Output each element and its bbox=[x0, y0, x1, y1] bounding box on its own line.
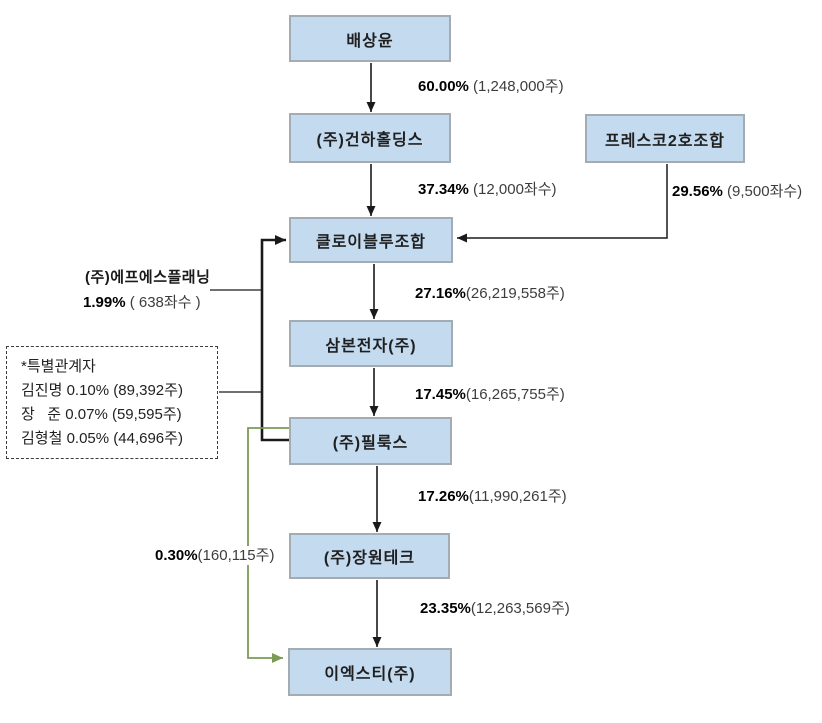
arrow-fresco-to-chloe bbox=[457, 164, 668, 243]
special-related-row: 김진명 0.10% (89,392주) bbox=[21, 382, 183, 399]
node-philux: (주)필룩스 bbox=[289, 417, 452, 465]
pct-value: 60.00% bbox=[418, 78, 469, 95]
label-chloe-to-sambon-pct: 27.16%(26,219,558주) bbox=[415, 285, 565, 302]
pct-detail: (1,248,000주) bbox=[468, 78, 564, 95]
label-fresco-to-chloe-pct: 29.56% (9,500좌수) bbox=[672, 183, 802, 200]
pct-detail: (12,263,569주) bbox=[470, 600, 570, 617]
label-fsplanning-name: (주)에프에스플래닝 bbox=[85, 269, 211, 286]
label-fsplanning-pct: 1.99% ( 638좌수 ) bbox=[83, 294, 201, 311]
special-related-row: 김형철 0.05% (44,696주) bbox=[21, 430, 183, 447]
pct-detail: ( 638좌수 ) bbox=[125, 294, 201, 311]
pct-value: 29.56% bbox=[672, 183, 723, 200]
node-baesangyun: 배상윤 bbox=[289, 15, 451, 62]
special-related-box: *특별관계자 김진명 0.10% (89,392주) 장 준 0.07% (59… bbox=[6, 346, 218, 459]
label-philux-to-exti-pct: 0.30%(160,115주) bbox=[155, 546, 278, 565]
pct-detail: (12,000좌수) bbox=[468, 181, 557, 198]
pct-value: 23.35% bbox=[420, 600, 471, 617]
node-sambon-electronics: 삼본전자(주) bbox=[289, 320, 453, 367]
node-fresco2-fund: 프레스코2호조합 bbox=[585, 114, 745, 163]
node-geonha-holdings: (주)건하홀딩스 bbox=[289, 113, 451, 163]
pct-value: 27.16% bbox=[415, 285, 466, 302]
label-geonha-to-chloe-pct: 37.34% (12,000좌수) bbox=[418, 181, 557, 198]
label-bae-to-geonha-pct: 60.00% (1,248,000주) bbox=[418, 78, 564, 95]
special-related-title: *특별관계자 bbox=[21, 358, 96, 375]
label-philux-to-jangwon-pct: 17.26%(11,990,261주) bbox=[418, 488, 567, 505]
pct-detail: (26,219,558주) bbox=[465, 285, 565, 302]
pct-value: 17.45% bbox=[415, 386, 466, 403]
pct-value: 1.99% bbox=[83, 294, 126, 311]
special-related-row: 장 준 0.07% (59,595주) bbox=[21, 406, 182, 423]
pct-value: 37.34% bbox=[418, 181, 469, 198]
pct-detail: (160,115주) bbox=[197, 547, 275, 564]
pct-value: 17.26% bbox=[418, 488, 469, 505]
node-jangwon-tech: (주)장원테크 bbox=[289, 533, 450, 579]
arrow-philux-to-chloe-bold bbox=[260, 235, 290, 442]
pct-detail: (11,990,261주) bbox=[468, 488, 567, 505]
arrow-philux-to-exti-green bbox=[247, 427, 290, 663]
label-sambon-to-philux-pct: 17.45%(16,265,755주) bbox=[415, 386, 565, 403]
label-jangwon-to-exti-pct: 23.35%(12,263,569주) bbox=[420, 600, 570, 617]
pct-value: 0.30% bbox=[155, 547, 198, 564]
pct-detail: (16,265,755주) bbox=[465, 386, 565, 403]
node-exti: 이엑스티(주) bbox=[288, 648, 452, 696]
node-chloe-blue-fund: 클로이블루조합 bbox=[289, 217, 453, 263]
pct-detail: (9,500좌수) bbox=[722, 183, 803, 200]
